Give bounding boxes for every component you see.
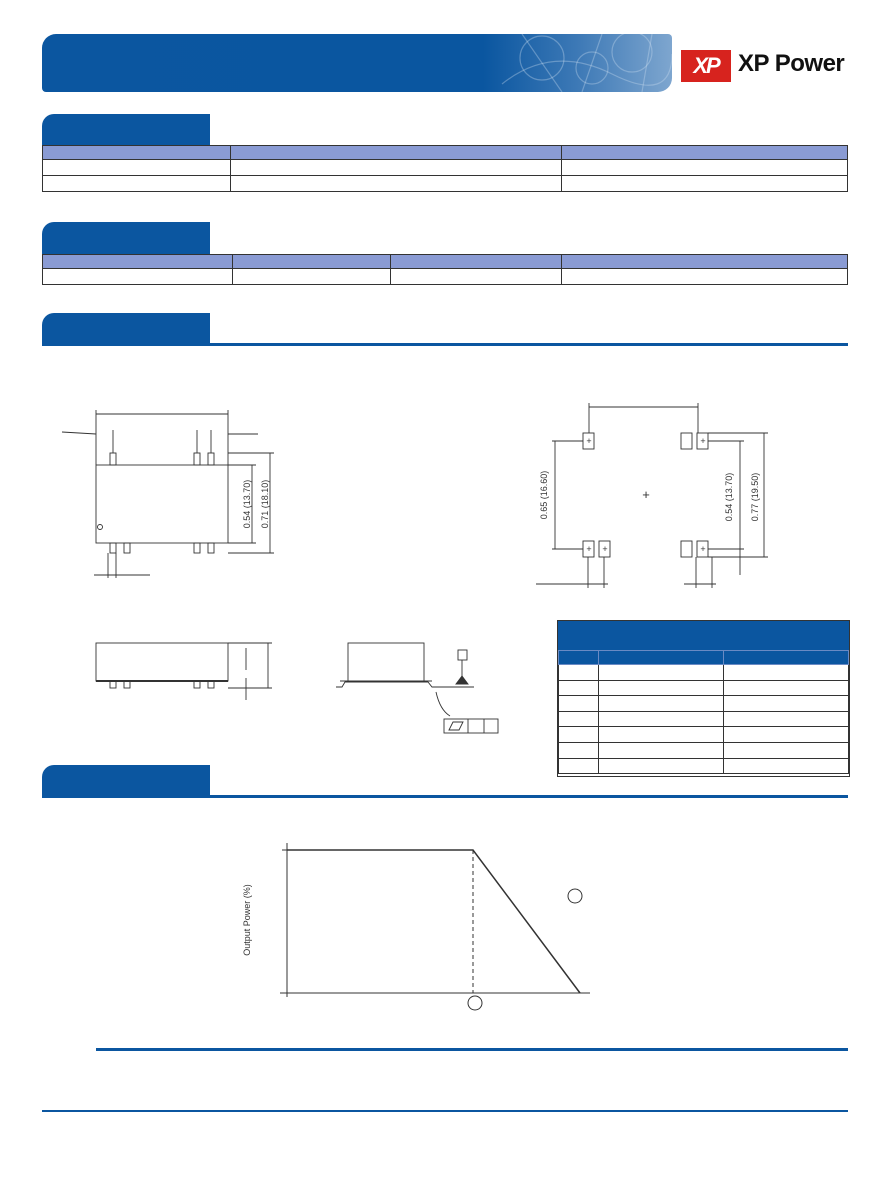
table-row [558,679,849,697]
chart-ylabel: Output Power (%) [242,884,252,956]
table-row [558,710,849,728]
header-banner [42,34,672,92]
brand-name: XP Power [738,50,845,77]
table-header-cell [230,145,562,160]
dim-pad-1: 0.65 (16.60) [539,471,549,520]
pad-marker: + [700,436,705,446]
derating-curve [287,849,581,994]
mechanical-drawing: 0.54 (13.70) 0.71 (18.10) [61,403,768,734]
banner-graphic [501,34,672,92]
section-rule-3 [42,343,848,346]
table-row [558,741,849,759]
footer-rule-2 [42,1110,848,1112]
spec-table-1 [42,145,848,192]
dim-height-1: 0.54 (13.70) [242,480,252,529]
annotation-circle [467,995,483,1011]
table-header-row [558,650,849,665]
pin-connection-table [557,620,850,777]
table-row [42,159,848,176]
table-header-row [42,145,848,160]
brand-logo-mark: XP [681,50,731,82]
table-row [558,664,849,681]
dim-pad-2: 0.54 (13.70) [724,473,734,522]
section-rule-4 [42,795,848,798]
module-top-view [95,464,229,544]
module-side-view [95,642,229,682]
annotation-circle [567,888,583,904]
table-row [42,175,848,192]
spec-table-2 [42,254,848,285]
pad-marker: + [602,544,607,554]
pad-layout [536,403,768,588]
table-row [42,268,848,285]
section-tab-4 [42,765,210,797]
table-header-cell [42,145,231,160]
table-header-cell [561,145,848,160]
table-row [558,757,849,775]
section-tab-2 [42,222,210,254]
dim-pad-3: 0.77 (19.50) [750,473,760,522]
logo-mark-text: XP [693,53,720,78]
table-row [558,695,849,712]
derating-chart: Output Power (%) [242,843,590,1011]
pad-marker: + [586,544,591,554]
pad-marker: + [586,436,591,446]
pin-table-title-bar [558,621,849,650]
footer-rule-1 [96,1048,848,1051]
section-tab-1 [42,114,210,146]
table-row [558,726,849,743]
pad-marker: + [700,544,705,554]
table-header-row [42,254,848,269]
center-marker: + [642,487,650,502]
dim-height-2: 0.71 (18.10) [260,480,270,529]
section-tab-3 [42,313,210,345]
